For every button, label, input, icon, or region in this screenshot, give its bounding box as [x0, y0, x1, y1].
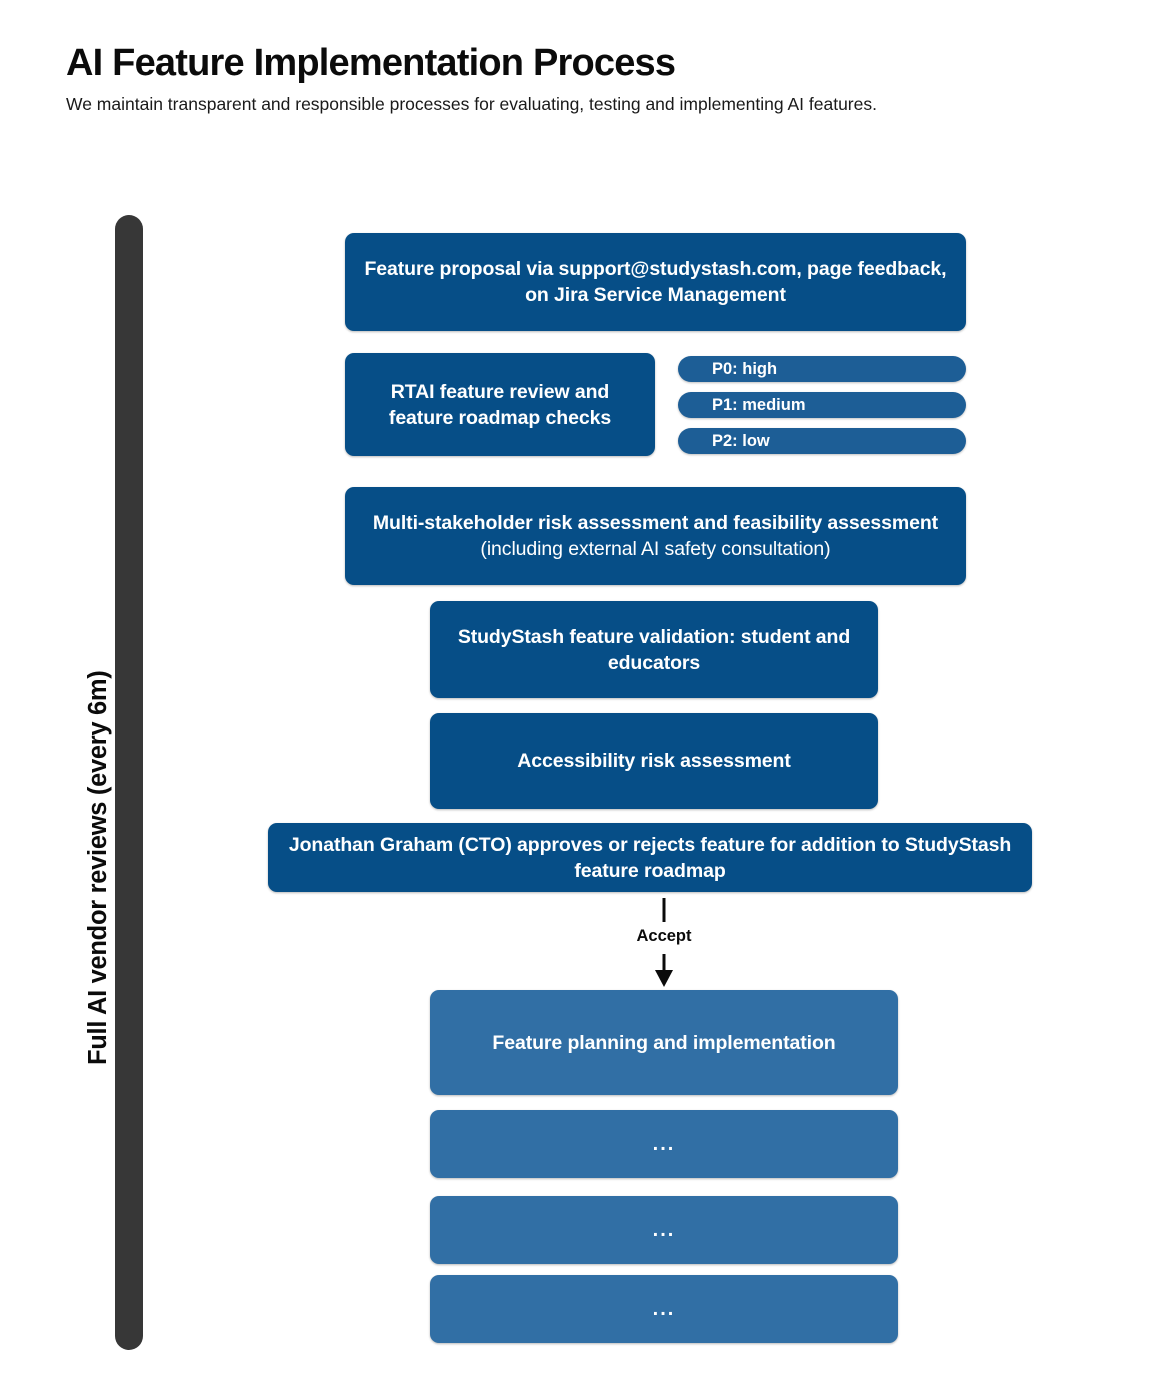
page-title: AI Feature Implementation Process [66, 42, 676, 84]
flow-step-label: Feature planning and implementation [492, 1031, 836, 1054]
vendor-review-track-label: Full AI vendor reviews (every 6m) [84, 670, 112, 1065]
accept-connector: Accept [600, 896, 728, 988]
flow-step-label: Accessibility risk assessment [517, 750, 791, 772]
flow-step-label: Multi-stakeholder risk assessment and fe… [363, 510, 948, 562]
priority-pill-p0[interactable]: P0: high [678, 356, 966, 382]
flow-step-feature-planning[interactable]: Feature planning and implementation [430, 990, 898, 1095]
flow-step-label-regular: (including external AI safety consultati… [480, 538, 831, 560]
flow-step-label: ... [652, 1133, 676, 1155]
flow-step-risk-feasibility-assessment[interactable]: Multi-stakeholder risk assessment and fe… [345, 487, 966, 585]
page-subtitle: We maintain transparent and responsible … [66, 94, 877, 114]
vendor-review-track-bar [115, 215, 143, 1350]
flow-step-label: RTAI feature review and feature roadmap … [388, 380, 612, 429]
flow-step-rtai-review[interactable]: RTAI feature review and feature roadmap … [345, 353, 655, 456]
flow-step-placeholder-3[interactable]: ... [430, 1275, 898, 1343]
flow-step-accessibility-risk-assessment[interactable]: Accessibility risk assessment [430, 713, 878, 809]
flow-step-label: Jonathan Graham (CTO) approves or reject… [288, 833, 1012, 882]
flow-step-placeholder-1[interactable]: ... [430, 1110, 898, 1178]
flow-step-label: ... [652, 1219, 676, 1241]
flow-step-feature-validation[interactable]: StudyStash feature validation: student a… [430, 601, 878, 698]
flow-step-label: StudyStash feature validation: student a… [457, 625, 851, 674]
flow-step-label: Feature proposal via support@studystash.… [364, 258, 947, 306]
flow-step-label: ... [652, 1298, 676, 1320]
accept-connector-label: Accept [636, 927, 692, 945]
priority-pill-label: P1: medium [712, 396, 806, 414]
arrow-down-icon [655, 898, 673, 987]
flow-step-placeholder-2[interactable]: ... [430, 1196, 898, 1264]
page-header: AI Feature Implementation Process We mai… [66, 40, 1106, 116]
flow-step-label-bold: Multi-stakeholder risk assessment and fe… [372, 512, 939, 534]
flow-step-cto-approval[interactable]: Jonathan Graham (CTO) approves or reject… [268, 823, 1032, 892]
priority-pill-p2[interactable]: P2: low [678, 428, 966, 454]
flow-step-feature-proposal[interactable]: Feature proposal via support@studystash.… [345, 233, 966, 331]
priority-pill-p1[interactable]: P1: medium [678, 392, 966, 418]
priority-pill-label: P2: low [712, 432, 770, 450]
priority-pill-label: P0: high [712, 360, 778, 378]
